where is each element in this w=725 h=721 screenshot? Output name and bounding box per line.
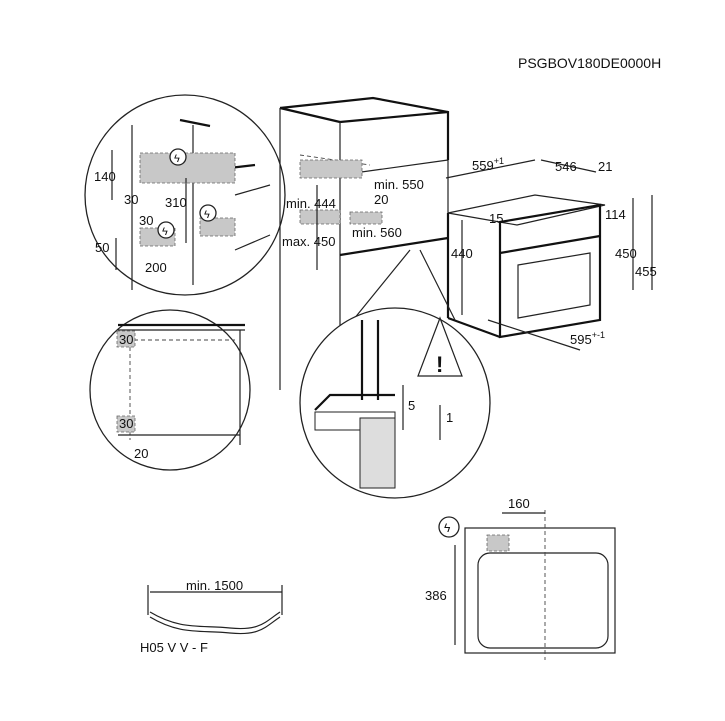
dim-min-550: min. 550 — [374, 177, 424, 192]
dim-440: 440 — [451, 246, 473, 261]
dim-559: 559+1 — [472, 156, 504, 173]
electric-icon — [157, 221, 175, 239]
svg-text:ϟ: ϟ — [444, 521, 451, 535]
dim-20: 20 — [374, 192, 388, 207]
dim-min-444: min. 444 — [286, 196, 336, 211]
svg-text:ϟ: ϟ — [162, 226, 168, 238]
detail-circle-side: 30 30 20 — [89, 309, 251, 471]
dim-15: 15 — [489, 211, 503, 226]
dim-1: 1 — [446, 410, 453, 425]
dim-21: 21 — [598, 159, 612, 174]
dim-595: 595+-1 — [570, 330, 605, 347]
dim-20: 20 — [134, 446, 148, 461]
dim-30: 30 — [119, 416, 133, 431]
cabinet: min. 444 max. 450 min. 550 20 min. 560 — [279, 96, 450, 420]
dim-30: 30 — [139, 213, 153, 228]
model-code: PSGBOV180DE0000H — [518, 55, 661, 71]
wood-panel — [359, 417, 396, 489]
dim-386: 386 — [425, 588, 447, 603]
dim-455: 455 — [635, 264, 657, 279]
dim-5: 5 — [408, 398, 415, 413]
svg-text:!: ! — [436, 352, 443, 377]
dim-200: 200 — [145, 260, 167, 275]
dim-30: 30 — [124, 192, 138, 207]
dim-max-450: max. 450 — [282, 234, 335, 249]
electric-icon — [438, 516, 460, 538]
dim-50: 50 — [95, 240, 109, 255]
dim-160: 160 — [508, 496, 530, 511]
dim-140: 140 — [94, 169, 116, 184]
dim-546: 546 — [555, 159, 577, 174]
dim-30: 30 — [119, 332, 133, 347]
oven: 559+1 546 21 15 114 440 450 455 595+-1 — [445, 156, 657, 351]
cable-type: H05 V V - F — [140, 640, 208, 655]
electric-icon — [169, 148, 187, 166]
dim-450: 450 — [615, 246, 637, 261]
cable-length: min. 1500 — [186, 578, 243, 593]
rear-view: ϟ 160 386 — [425, 496, 616, 660]
warning-icon — [417, 316, 463, 377]
socket-zone-upper — [139, 152, 236, 184]
socket-zone-side — [199, 217, 236, 237]
detail-circle-edge: ! 5 1 — [299, 249, 491, 499]
electric-icon — [199, 204, 217, 222]
detail-circle-top: ϟ ϟ ϟ 140 30 310 30 50 200 — [84, 94, 286, 296]
svg-text:ϟ: ϟ — [204, 209, 210, 221]
dim-310: 310 — [165, 195, 187, 210]
cable-drawing: min. 1500 H05 V V - F — [140, 578, 283, 655]
dim-114: 114 — [605, 207, 626, 222]
svg-text:ϟ: ϟ — [174, 153, 180, 165]
dim-min-560: min. 560 — [352, 225, 402, 240]
